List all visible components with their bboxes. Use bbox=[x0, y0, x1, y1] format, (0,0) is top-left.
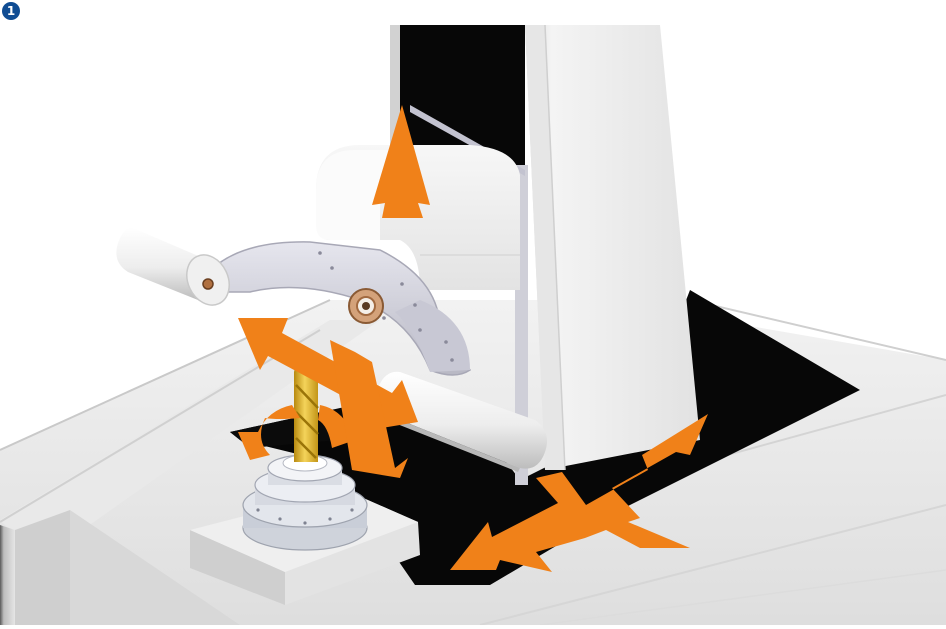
step-badge: 1 bbox=[2, 2, 20, 20]
swivel-cylinder-left bbox=[116, 228, 237, 312]
